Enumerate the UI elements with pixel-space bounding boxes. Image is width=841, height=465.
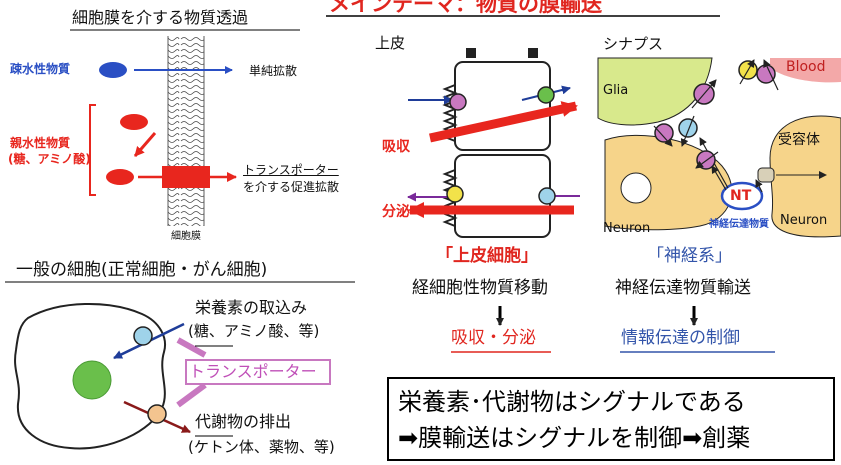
nutrient-uptake-label: 栄養素の取込み <box>195 300 307 316</box>
glia-label: Glia <box>603 83 629 98</box>
nutrient-rest: の取込み <box>243 298 308 317</box>
nt-receptor-arrow <box>755 179 763 193</box>
apical-efflux-transporter <box>446 185 464 203</box>
glia-transport-arrow <box>691 79 717 109</box>
synapse-result: 情報伝達の制御 <box>621 328 740 348</box>
epithelium-category: 「上皮細胞」 <box>436 246 538 266</box>
epithelium-result: 吸収・分泌 <box>451 328 536 348</box>
blood-label: Blood <box>786 59 826 75</box>
membrane-panel-title: 細胞膜を介する物質透過 <box>72 8 249 27</box>
transporter-label-box <box>185 359 331 385</box>
transporter-pointer-top <box>176 337 207 358</box>
general-cell-title: 一般の細胞(正常細胞・がん細胞) <box>16 260 268 280</box>
absorption-arrow <box>429 101 578 143</box>
metabolite-efflux-label: 代謝物の排出 <box>195 414 291 430</box>
nt-label: NT <box>730 188 752 204</box>
simple-diffusion-label: 単純拡散 <box>249 64 298 78</box>
hydrophilic-molecule-bottom <box>106 169 134 185</box>
transporter-label-2: を介する促進拡散 <box>243 180 340 194</box>
synapse-title: シナプス <box>603 35 664 53</box>
main-title: メインテーマ：物質の膜輸送 <box>329 0 602 16</box>
nt-badge <box>720 181 764 211</box>
synaptic-vesicle <box>620 172 652 204</box>
metabolite-examples: (ケトン体、薬物、等) <box>188 438 335 456</box>
blood-vessel <box>770 58 841 83</box>
basolateral-efflux-transporter <box>538 187 556 205</box>
hydrophilic-molecule-top <box>120 114 148 130</box>
hydrophilic-bracket <box>89 104 96 196</box>
presynaptic-arrow-2 <box>680 115 695 147</box>
presynaptic-arrow-1 <box>653 125 673 147</box>
blood-transport-arrow <box>739 59 755 85</box>
transporter-label-1: トランスポーター <box>243 163 339 177</box>
efflux-transporter <box>147 404 167 424</box>
basolateral-transporter <box>537 86 555 104</box>
glia-cell <box>597 57 713 126</box>
receptor-label: 受容体 <box>778 132 820 148</box>
secretion-label: 分泌 <box>382 204 410 220</box>
cell-nucleus <box>72 360 112 400</box>
synapse-category: 「神経系」 <box>647 246 732 266</box>
absorption-label: 吸収 <box>382 139 410 155</box>
hydrophilic-approach-arrow <box>133 132 157 157</box>
hydrophobic-molecule <box>99 62 127 78</box>
transporter-label: トランスポーター <box>189 362 317 381</box>
blood-transport-arrow-2 <box>763 59 779 91</box>
neuron-left-label: Neuron <box>603 221 651 236</box>
summary-line-1: 栄養素･代謝物はシグナルである <box>398 388 746 416</box>
nutrient-examples: (糖、アミノ酸、等) <box>188 322 320 340</box>
hydrophobic-label: 疎水性物質 <box>10 62 71 76</box>
transporter-pointer-bottom <box>176 382 207 408</box>
membrane-transporter <box>162 166 210 188</box>
blood-transporter-magenta <box>756 64 776 84</box>
uptake-transporter <box>133 326 153 346</box>
epithelium-title: 上皮 <box>375 34 406 52</box>
hydrophilic-label-2: (糖、アミノ酸) <box>8 152 91 166</box>
receptor <box>757 167 775 183</box>
hydrophilic-label-1: 親水性物質 <box>10 136 71 150</box>
summary-line-2: ➡膜輸送はシグナルを制御➡創薬 <box>398 424 751 452</box>
neuron-right-label: Neuron <box>780 213 828 228</box>
synapse-description: 神経伝達物質輸送 <box>615 278 751 298</box>
postsynaptic-neuron <box>769 115 841 238</box>
epithelium-description: 経細胞性物質移動 <box>412 278 548 298</box>
nt-reuptake-arrow <box>711 165 727 191</box>
metabolite-rest: の排出 <box>243 412 292 431</box>
membrane-label: 細胞膜 <box>171 231 201 242</box>
metabolite-key: 代謝物 <box>195 412 244 431</box>
presynaptic-arrow-3 <box>695 151 719 169</box>
presynaptic-transporter-cyan <box>678 118 698 138</box>
presynaptic-transporter-magenta <box>654 123 674 143</box>
apical-transporter <box>449 93 467 111</box>
nutrient-key: 栄養素 <box>195 298 244 317</box>
neurotransmitter-label: 神経伝達物質 <box>709 219 769 230</box>
summary-box <box>387 377 835 461</box>
cell-membrane <box>167 36 205 226</box>
